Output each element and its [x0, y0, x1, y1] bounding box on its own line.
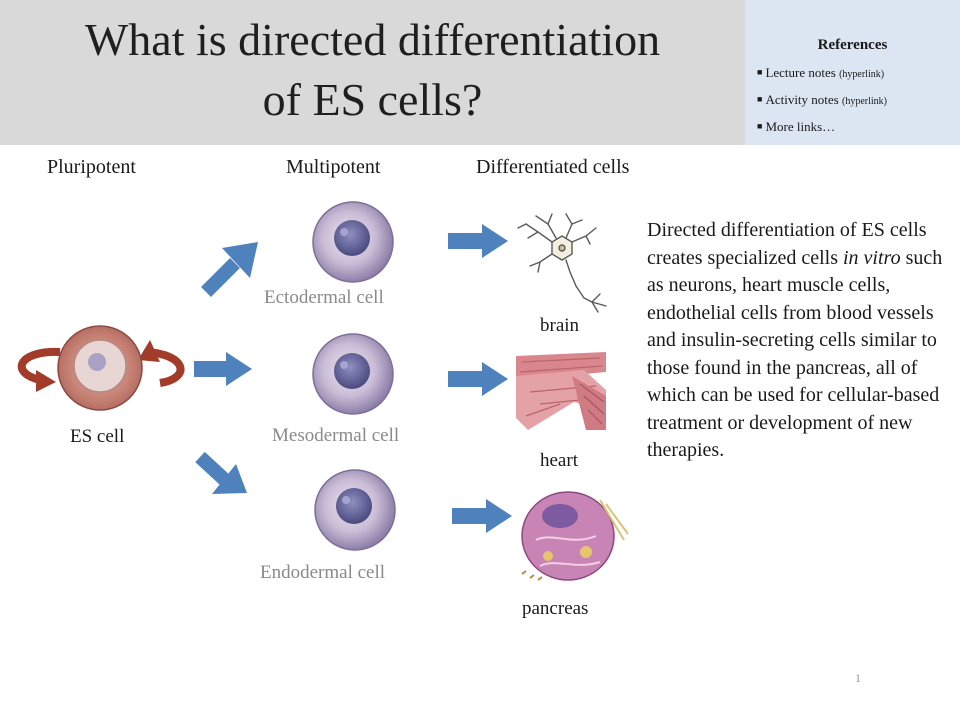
title-line-2: of ES cells?: [262, 74, 483, 125]
ectodermal-cell-image: [312, 201, 394, 283]
ectodermal-cell-label: Ectodermal cell: [264, 287, 384, 308]
neuron-image: [517, 213, 607, 313]
column-heading-multipotent: Multipotent: [286, 156, 381, 178]
endodermal-cell-label: Endodermal cell: [260, 562, 386, 583]
description-part-2: such as neurons, heart muscle cells, end…: [647, 246, 943, 462]
pancreas-cell-image: [521, 491, 629, 581]
pancreas-label: pancreas: [522, 598, 589, 619]
es-cell-label: ES cell: [70, 426, 125, 447]
slide-title: What is directed differentiation of ES c…: [0, 10, 745, 130]
reference-link-lecture-notes[interactable]: ■Lecture notes (hyperlink): [757, 65, 885, 80]
reference-label: Activity notes: [765, 92, 842, 107]
heart-muscle-image: [516, 352, 606, 430]
heart-label: heart: [540, 450, 578, 471]
reference-label: Lecture notes: [765, 65, 840, 80]
title-band: [0, 0, 745, 145]
arrow-to-mesodermal: [194, 352, 252, 386]
mesodermal-cell-label: Mesodermal cell: [272, 425, 400, 446]
brain-label: brain: [540, 315, 580, 336]
endodermal-cell-image: [314, 469, 396, 551]
page-number: 1: [855, 671, 861, 685]
reference-note: (hyperlink): [839, 69, 885, 80]
arrow-to-endodermal: [195, 451, 247, 494]
references-heading: References: [817, 37, 888, 53]
references-panel: References ■Lecture notes (hyperlink) ■A…: [745, 0, 960, 145]
reference-link-activity-notes[interactable]: ■Activity notes (hyperlink): [757, 92, 887, 107]
description-text: Directed differentiation of ES cells cre…: [647, 217, 947, 465]
column-heading-pluripotent: Pluripotent: [47, 156, 136, 178]
arrow-to-heart-muscle: [448, 362, 508, 396]
column-heading-differentiated: Differentiated cells: [476, 156, 630, 178]
mesodermal-cell-image: [312, 333, 394, 415]
arrow-to-neuron: [448, 224, 508, 258]
reference-link-more-links[interactable]: ■More links…: [757, 119, 836, 134]
es-cell-image: [57, 325, 143, 411]
self-renewal-cycle-icon: [17, 340, 185, 392]
reference-label: More links…: [765, 119, 836, 134]
arrow-to-ectodermal: [201, 242, 258, 297]
reference-note: (hyperlink): [841, 96, 887, 107]
title-line-1: What is directed differentiation: [84, 14, 661, 65]
arrow-to-pancreas-cell: [452, 499, 512, 533]
references-list: ■Lecture notes (hyperlink) ■Activity not…: [757, 60, 887, 141]
description-part-1: Directed differentiation of ES cells cre…: [647, 219, 927, 269]
description-italic: in vitro: [843, 246, 901, 269]
